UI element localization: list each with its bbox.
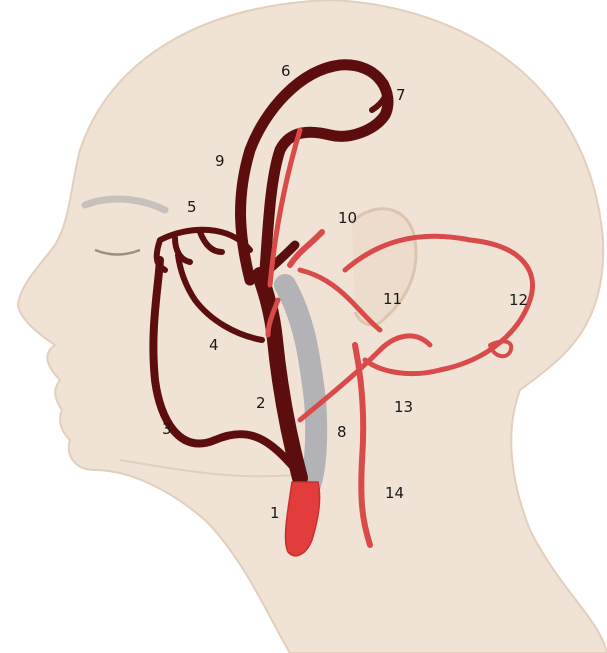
label-13: 13 — [394, 400, 413, 415]
label-7: 7 — [396, 88, 406, 103]
label-2: 2 — [256, 396, 266, 411]
label-6: 6 — [281, 64, 291, 79]
label-12: 12 — [509, 293, 528, 308]
label-11: 11 — [383, 292, 402, 307]
label-5: 5 — [187, 200, 197, 215]
label-14: 14 — [385, 486, 404, 501]
label-9: 9 — [215, 154, 225, 169]
label-1: 1 — [270, 506, 280, 521]
label-8: 8 — [337, 425, 347, 440]
label-10: 10 — [338, 211, 357, 226]
label-3: 3 — [162, 422, 172, 437]
label-4: 4 — [209, 338, 219, 353]
